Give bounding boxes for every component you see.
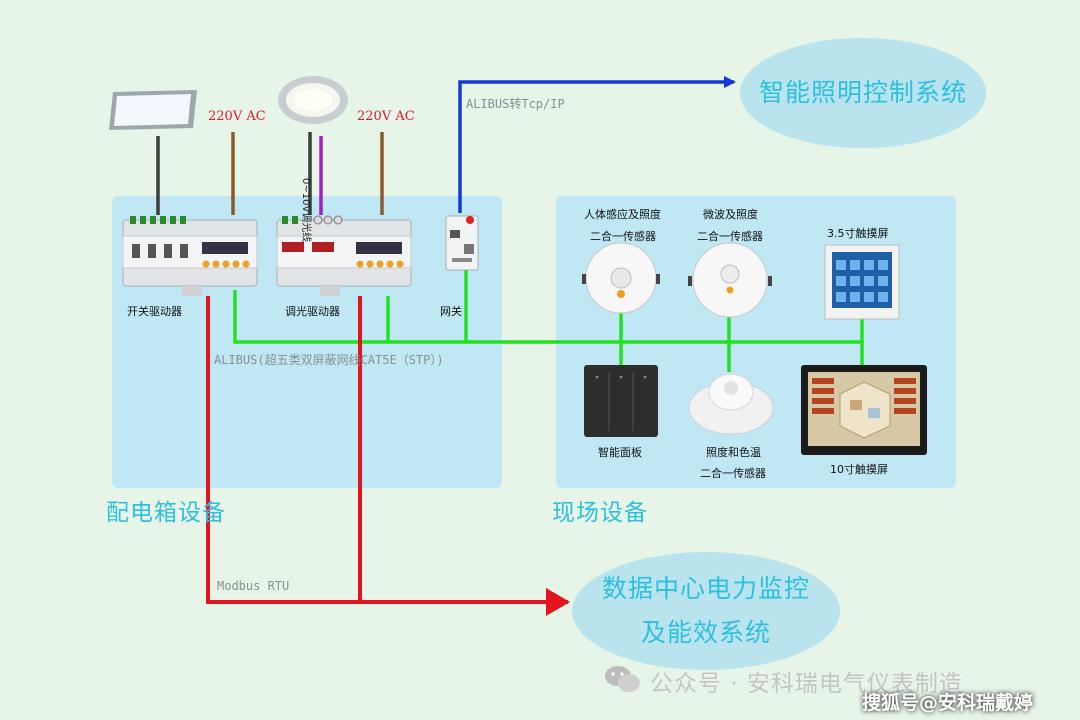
microwave-sensor-label-2: 二合一传感器 xyxy=(697,230,763,243)
modbus-label: Modbus RTU xyxy=(217,579,290,593)
field-devices-title: 现场设备 xyxy=(552,500,648,526)
pir-sensor-label-2: 二合一传感器 xyxy=(590,230,656,243)
ac-label-left: 220V AC xyxy=(208,109,266,124)
alibus-cable-label: ALIBUS(超五类双屏蔽网线CAT5E（STP）) xyxy=(214,353,444,367)
gateway-label: 网关 xyxy=(440,305,462,318)
smart-panel-label: 智能面板 xyxy=(598,446,642,459)
downlight-icon xyxy=(276,72,350,132)
datacenter-system-label-1: 数据中心电力监控 xyxy=(601,574,810,604)
lux-color-temp-sensor xyxy=(688,370,774,436)
datacenter-system-ellipse: 数据中心电力监控 及能效系统 xyxy=(572,552,840,670)
distribution-box-title: 配电箱设备 xyxy=(106,500,226,526)
smart-panel-device xyxy=(584,365,658,437)
dim-line-label: 0~10V调光线 xyxy=(300,178,311,243)
microwave-sensor-label-1: 微波及照度 xyxy=(703,208,758,221)
ip-link xyxy=(458,76,736,213)
touch10-label: 10寸触摸屏 xyxy=(830,463,888,476)
lux-color-sensor-label-2: 二合一传感器 xyxy=(700,467,766,480)
touch-screen-10 xyxy=(800,364,928,456)
touch35-label: 3.5寸触摸屏 xyxy=(827,227,889,240)
sohu-watermark: 搜狐号@安科瑞戴婷 xyxy=(862,692,1034,714)
lux-color-sensor-label-1: 照度和色温 xyxy=(706,446,761,459)
modbus-link xyxy=(206,296,570,616)
switch-driver-label: 开关驱动器 xyxy=(127,305,182,318)
dim-driver-device xyxy=(276,214,412,296)
microwave-lux-sensor xyxy=(688,242,772,318)
alibus-main xyxy=(233,290,862,344)
touch-screen-3-5 xyxy=(824,244,900,320)
alibus-tcp-label: ALIBUS转Tcp/IP xyxy=(466,97,565,111)
wechat-watermark: 公众号 · 安科瑞电气仪表制造 xyxy=(650,671,963,697)
switch-driver-device xyxy=(122,214,258,296)
pir-sensor-label-1: 人体感应及照度 xyxy=(584,208,661,221)
pir-lux-sensor xyxy=(582,242,660,314)
panel-light-icon xyxy=(107,88,201,132)
lighting-system-ellipse: 智能照明控制系统 xyxy=(740,38,986,148)
wechat-icon xyxy=(604,664,642,694)
ac-label-right: 220V AC xyxy=(357,109,415,124)
datacenter-system-label-2: 及能效系统 xyxy=(640,618,771,647)
gateway-device xyxy=(444,210,480,272)
dim-driver-label: 调光驱动器 xyxy=(285,305,340,318)
lighting-system-label: 智能照明控制系统 xyxy=(758,78,967,108)
